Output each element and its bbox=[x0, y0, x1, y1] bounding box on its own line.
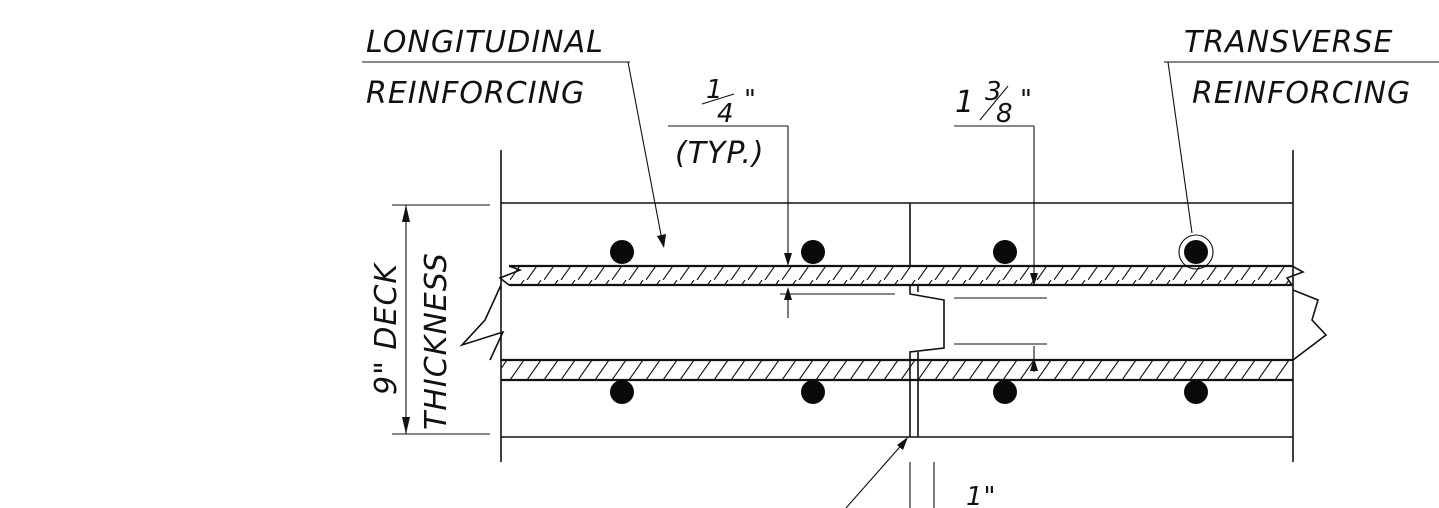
deck-thickness-dimension bbox=[392, 204, 490, 435]
quarter-inch-dimension bbox=[668, 125, 895, 318]
deck-thickness-label-line1: 9" DECK bbox=[369, 262, 404, 395]
bar-upper-1 bbox=[610, 240, 634, 264]
bar-lower-1 bbox=[610, 380, 634, 404]
typ-label: (TYP.) bbox=[675, 136, 765, 171]
bar-lower-4 bbox=[1184, 380, 1208, 404]
center-joint bbox=[909, 203, 945, 437]
upper-plate-band bbox=[509, 264, 1292, 287]
transverse-label-line1: TRANSVERSE bbox=[1184, 25, 1394, 60]
bar-lower-3 bbox=[993, 380, 1017, 404]
joint-leader bbox=[845, 437, 908, 508]
transverse-leader bbox=[1167, 61, 1193, 234]
one-three-eighths-denominator: 8 bbox=[996, 99, 1014, 129]
quarter-inch-label: 1 4 " bbox=[701, 75, 757, 129]
one-inch-label: 1" bbox=[966, 482, 997, 508]
bar-upper-3 bbox=[993, 240, 1017, 264]
quarter-inch-numerator: 1 bbox=[706, 75, 724, 105]
quarter-inch-mark: " bbox=[744, 85, 757, 115]
left-break-line bbox=[459, 265, 523, 361]
longitudinal-label-line2: REINFORCING bbox=[366, 76, 585, 111]
quarter-inch-denominator: 4 bbox=[717, 99, 735, 129]
bar-upper-2 bbox=[801, 240, 825, 264]
bar-upper-4 bbox=[1184, 240, 1208, 264]
lower-plate-band bbox=[501, 358, 1293, 382]
lower-bars bbox=[610, 380, 1208, 404]
longitudinal-leader bbox=[627, 61, 666, 248]
one-three-eighths-mark: " bbox=[1020, 85, 1033, 115]
bar-upper-4-highlight bbox=[1178, 234, 1214, 270]
one-inch-gap-dimension bbox=[909, 462, 935, 508]
longitudinal-label-line1: LONGITUDINAL bbox=[366, 25, 604, 60]
one-three-eighths-label: 1 3 8 " bbox=[955, 77, 1033, 129]
transverse-label-line2: REINFORCING bbox=[1192, 76, 1411, 111]
one-three-eighths-whole: 1 bbox=[955, 85, 975, 120]
bar-lower-2 bbox=[801, 380, 825, 404]
one-three-eighths-dimension bbox=[954, 125, 1047, 372]
right-break-line bbox=[1285, 265, 1328, 361]
slab-outline bbox=[500, 150, 1294, 462]
deck-thickness-label-line2: THICKNESS bbox=[419, 252, 454, 430]
upper-bars bbox=[610, 234, 1214, 270]
